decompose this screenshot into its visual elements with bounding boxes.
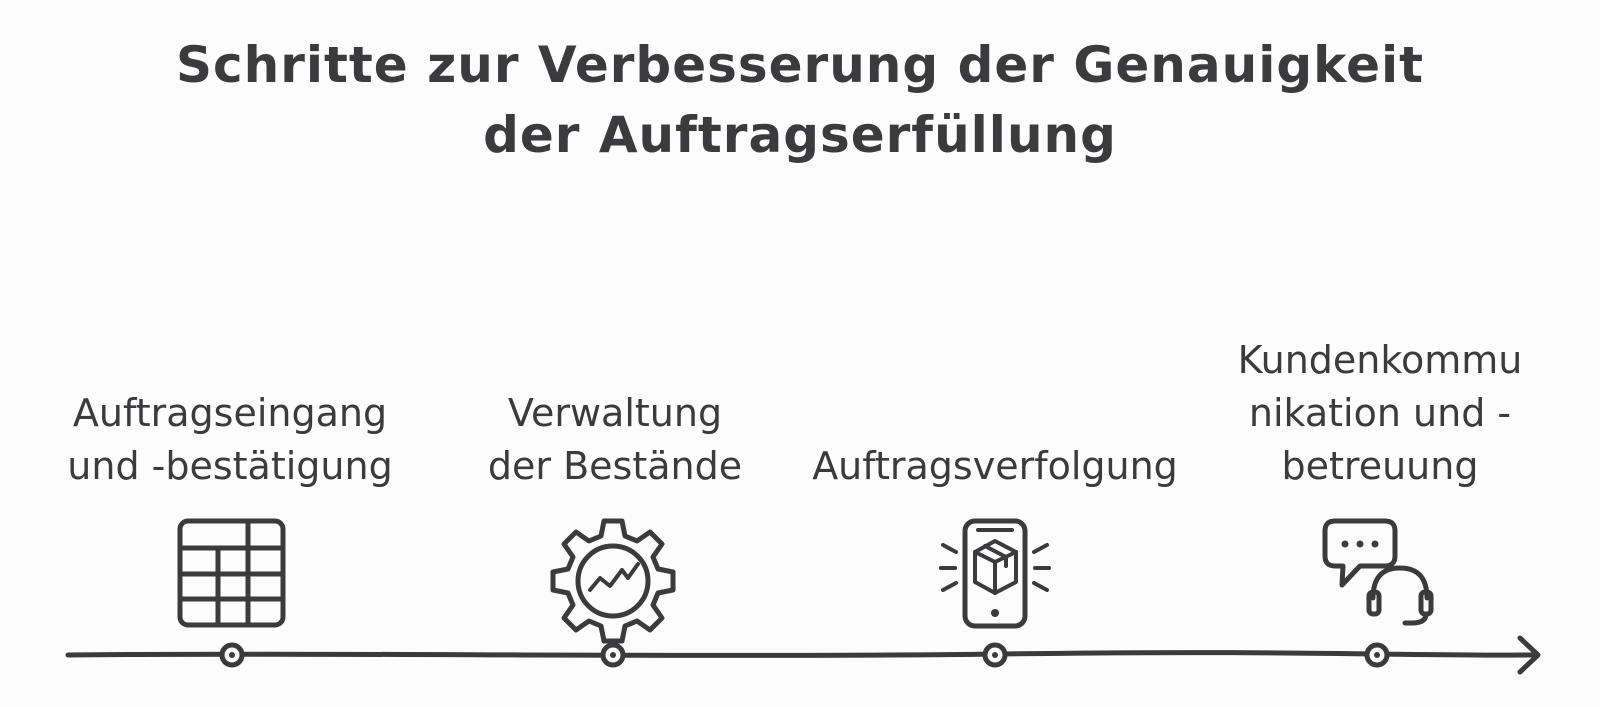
step-4-label-line-3: betreuung	[1281, 444, 1479, 488]
title-line-2: der Auftragserfüllung	[483, 106, 1117, 164]
step-4-label-line-1: Kundenkommu	[1237, 338, 1523, 382]
phone-package-icon	[939, 518, 1051, 629]
step-2-marker	[600, 642, 626, 668]
step-3-label-line-1: Auftragsverfolgung	[812, 444, 1178, 488]
step-4-label: Kundenkommu nikation und - betreuung	[1215, 334, 1545, 493]
step-3-label: Auftragsverfolgung	[780, 440, 1210, 493]
chat-headset-icon	[1322, 518, 1434, 626]
timeline-line	[65, 650, 1538, 658]
table-grid-icon	[177, 518, 286, 628]
diagram-title: Schritte zur Verbesserung der Genauigkei…	[0, 30, 1600, 170]
step-1-marker	[219, 642, 245, 668]
step-1-label-line-1: Auftragseingang	[72, 391, 388, 435]
step-4-label-line-2: nikation und -	[1248, 391, 1512, 435]
gear-chart-icon	[550, 518, 676, 644]
step-2-label-line-2: der Bestände	[487, 444, 743, 488]
step-1-label: Auftragseingang und -bestätigung	[30, 387, 430, 493]
step-4-marker	[1364, 642, 1390, 668]
step-3-marker	[982, 642, 1008, 668]
step-2-label: Verwaltung der Bestände	[460, 387, 770, 493]
step-2-label-line-1: Verwaltung	[507, 391, 723, 435]
step-1-label-line-2: und -bestätigung	[67, 444, 393, 488]
timeline-arrowhead	[1517, 635, 1541, 675]
title-line-1: Schritte zur Verbesserung der Genauigkei…	[175, 36, 1425, 94]
